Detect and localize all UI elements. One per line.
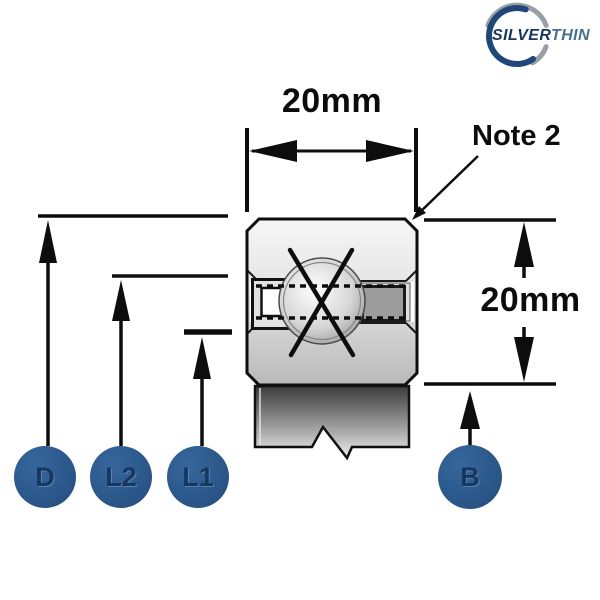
b-arrow bbox=[460, 391, 480, 446]
brand-name-silver: SILVER bbox=[492, 27, 552, 44]
down-arrowhead-icon bbox=[514, 337, 534, 382]
silverthin-ring-icon bbox=[485, 2, 549, 67]
right-height-dimension-label: 20mm bbox=[480, 281, 581, 319]
l1-arrowhead-icon bbox=[193, 337, 211, 379]
shaft-section bbox=[253, 384, 411, 461]
bearing-ball-detail bbox=[282, 261, 362, 341]
brand-name: SILVERTHIN bbox=[492, 27, 590, 45]
x-mark-icon bbox=[287, 247, 356, 358]
callout-L2-label: L2 bbox=[105, 461, 137, 492]
callout-D-label: D bbox=[35, 461, 55, 492]
callout-B-label: B bbox=[460, 461, 480, 492]
contact-dotted-lines bbox=[256, 284, 407, 320]
b-arrowhead-icon bbox=[460, 391, 480, 429]
arrowhead-left-icon bbox=[249, 140, 297, 162]
right-race-insert bbox=[359, 282, 411, 322]
callout-B: B bbox=[438, 445, 502, 509]
d-arrowhead-icon bbox=[39, 220, 57, 263]
left-dimension-lines bbox=[38, 214, 232, 446]
arrowhead-right-icon bbox=[366, 140, 414, 162]
l2-arrowhead-icon bbox=[112, 280, 130, 321]
top-width-dimension bbox=[245, 128, 418, 212]
note-2-label: Note 2 bbox=[472, 120, 561, 152]
brand-logo: SILVERTHIN bbox=[470, 0, 600, 75]
callout-L2: L2 bbox=[90, 446, 152, 508]
right-height-dimension bbox=[424, 218, 556, 386]
callout-D: D bbox=[14, 446, 76, 508]
callout-L1-label: L1 bbox=[182, 461, 214, 492]
brand-name-thin: THIN bbox=[551, 27, 590, 44]
callout-L1: L1 bbox=[167, 446, 229, 508]
leader-arrowhead-icon bbox=[412, 206, 426, 220]
up-arrowhead-icon bbox=[514, 222, 534, 267]
note-leader bbox=[412, 155, 479, 220]
top-width-dimension-label: 20mm bbox=[281, 82, 383, 120]
bearing-cross-section bbox=[245, 217, 419, 461]
